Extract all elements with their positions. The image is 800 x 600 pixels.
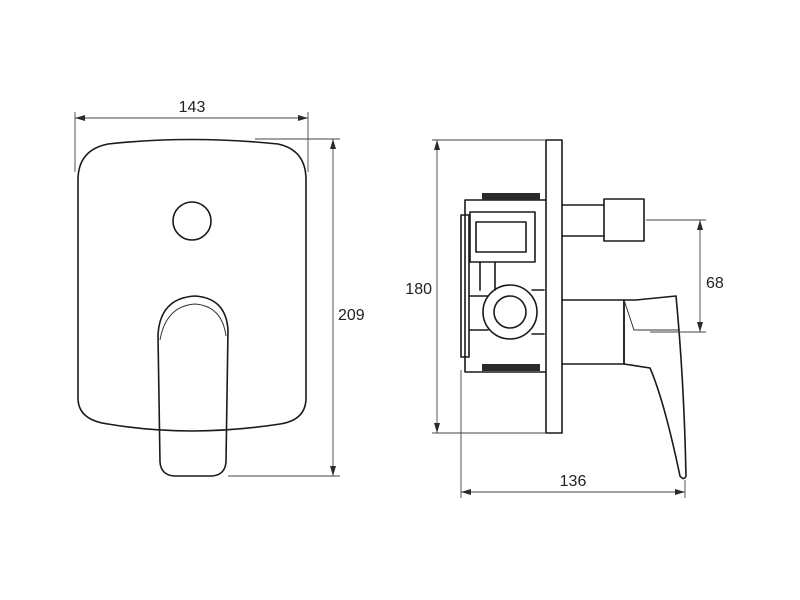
cover-plate	[77, 138, 307, 432]
side-depth-label: 136	[560, 473, 587, 490]
front-height-label: 209	[338, 307, 365, 324]
outlet-offset-label: 68	[706, 275, 724, 292]
lever-handle-edge	[159, 303, 227, 341]
side-view	[460, 139, 687, 480]
top-clamp-bar	[482, 193, 540, 200]
front-width-label: 143	[179, 99, 206, 116]
left-flange	[460, 214, 470, 358]
side-height-label: 180	[405, 281, 432, 298]
lever-body	[561, 299, 625, 365]
diverter-knob	[172, 201, 212, 241]
outlet-offset-dimension: 68	[646, 219, 724, 333]
front-height-dimension: 209	[228, 138, 365, 477]
valve-fitting-outer	[482, 284, 538, 340]
side-height-dimension: 180	[405, 139, 546, 434]
lever-arm-edge	[623, 299, 680, 331]
diverter-spindle	[561, 204, 605, 237]
wall-plate	[545, 139, 563, 434]
upper-cartridge	[469, 211, 536, 263]
lever-handle	[157, 295, 229, 477]
valve-fitting-inner	[493, 295, 527, 329]
lever-arm	[623, 295, 687, 480]
valve-fitting-body	[469, 289, 545, 335]
front-view	[77, 138, 307, 477]
bottom-clamp-bar	[482, 364, 540, 371]
side-depth-dimension: 136	[460, 370, 686, 498]
connector-pipe	[479, 261, 496, 291]
front-width-dimension: 143	[74, 99, 309, 172]
diverter-cap	[603, 198, 645, 242]
